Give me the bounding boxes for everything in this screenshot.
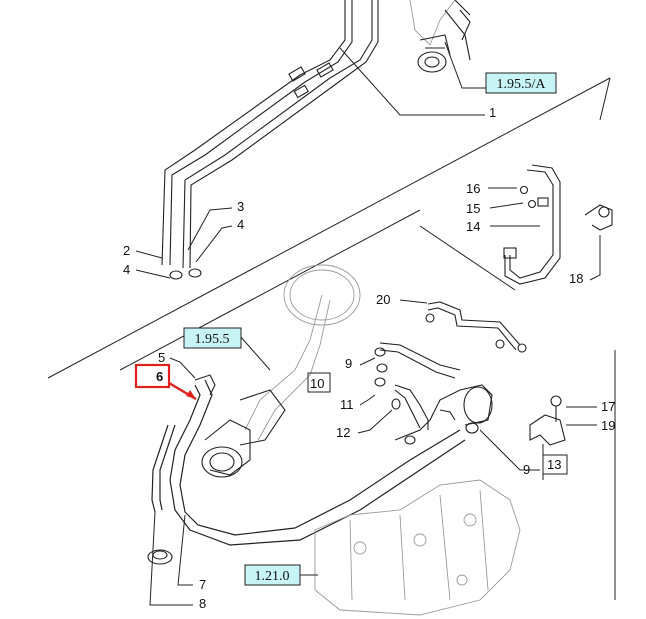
callout-part-11: 11 xyxy=(340,397,354,412)
reference-label: 1.95.5/A xyxy=(497,77,547,92)
callout-part-20: 20 xyxy=(376,292,390,307)
reference-box-1-95-5[interactable]: 1.95.5 xyxy=(183,327,242,349)
callout-part-18: 18 xyxy=(569,271,583,286)
upper-right-parts-drawing xyxy=(399,164,613,353)
reference-label: 1.21.0 xyxy=(255,569,290,584)
callout-part-7: 7 xyxy=(199,577,206,592)
callout-part-8: 8 xyxy=(199,596,206,611)
callout-part-2: 2 xyxy=(123,243,130,258)
bracket-drawing xyxy=(529,395,597,446)
steering-column-drawing xyxy=(201,264,361,478)
gearbox-drawing xyxy=(314,479,521,616)
callout-part-4: 4 xyxy=(237,217,244,232)
callout-part-17: 17 xyxy=(601,399,615,414)
callout-part-15: 15 xyxy=(466,201,480,216)
callout-part-10: 10 xyxy=(310,376,324,391)
group-box-10 xyxy=(307,372,331,393)
callout-part-1: 1 xyxy=(489,105,496,120)
hose-bundle-drawing xyxy=(151,342,493,546)
callout-part-19: 19 xyxy=(601,418,615,433)
leader-lines xyxy=(135,207,544,480)
group-box-13 xyxy=(542,454,568,475)
reference-label: 1.95.5 xyxy=(195,332,230,347)
callout-part-14: 14 xyxy=(466,219,480,234)
callout-part-6: 6 xyxy=(156,369,163,384)
part-callouts: 1 2 3 4 4 5 6 7 8 9 9 10 11 12 13 14 15 … xyxy=(123,105,615,611)
callout-part-5: 5 xyxy=(158,350,165,365)
reference-box-1-21-0[interactable]: 1.21.0 xyxy=(244,564,318,586)
callout-part-16: 16 xyxy=(466,181,480,196)
callout-part-4: 4 xyxy=(123,262,130,277)
clamp-drawing xyxy=(147,511,193,606)
highlight-part-6[interactable] xyxy=(134,363,197,401)
callout-part-9: 9 xyxy=(523,462,530,477)
steering-cylinder-drawing xyxy=(409,0,471,73)
callout-part-12: 12 xyxy=(336,425,350,440)
upper-pipes-drawing xyxy=(161,0,486,280)
callout-part-13: 13 xyxy=(547,457,561,472)
callout-part-3: 3 xyxy=(237,199,244,214)
callout-part-9: 9 xyxy=(345,356,352,371)
section-dividers xyxy=(47,77,616,600)
reference-box-1-95-5-a[interactable]: 1.95.5/A xyxy=(485,72,557,94)
